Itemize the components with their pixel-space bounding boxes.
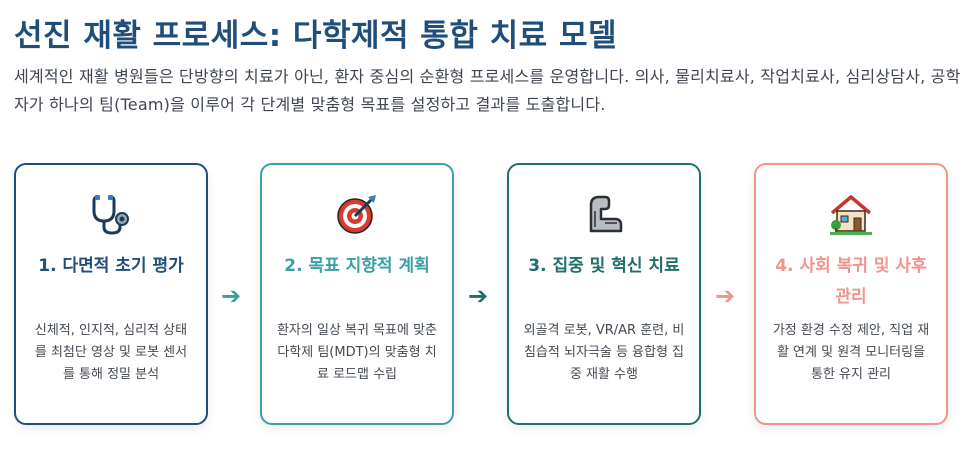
step-card-2: 2. 목표 지향적 계획 환자의 일상 복귀 목표에 맞춘 다학제 팀(MDT)… bbox=[260, 163, 454, 425]
stethoscope-icon bbox=[16, 191, 206, 237]
step-card-1: 1. 다면적 초기 평가 신체적, 인지적, 심리적 상태를 최첨단 영상 및 … bbox=[14, 163, 208, 425]
house-icon bbox=[756, 191, 946, 237]
step-title-1: 1. 다면적 초기 평가 bbox=[38, 256, 184, 276]
step-title-4: 4. 사회 복귀 및 사후 관리 bbox=[775, 256, 927, 307]
step-desc-1: 신체적, 인지적, 심리적 상태를 최첨단 영상 및 로봇 센서를 통해 정밀 … bbox=[34, 323, 188, 382]
target-icon bbox=[262, 191, 452, 237]
page-title: 선진 재활 프로세스: 다학제적 통합 치료 모델 bbox=[14, 18, 618, 54]
arrow-2: ➔ bbox=[468, 282, 489, 310]
mechanical-arm-icon bbox=[509, 191, 699, 237]
step-desc-3: 외골격 로봇, VR/AR 훈련, 비침습적 뇌자극술 등 융합형 집중 재활 … bbox=[523, 323, 685, 382]
step-desc-2: 환자의 일상 복귀 목표에 맞춘 다학제 팀(MDT)의 맞춤형 치료 로드맵 … bbox=[276, 323, 438, 382]
step-desc-4: 가정 환경 수정 제안, 직업 재활 연계 및 원격 모니터링을 통한 유지 관… bbox=[772, 323, 930, 382]
arrow-3: ➔ bbox=[715, 282, 736, 310]
step-card-3: 3. 집중 및 혁신 치료 외골격 로봇, VR/AR 훈련, 비침습적 뇌자극… bbox=[507, 163, 701, 425]
page-description: 세계적인 재활 병원들은 단방향의 치료가 아닌, 환자 중심의 순환형 프로세… bbox=[14, 67, 961, 114]
step-title-3: 3. 집중 및 혁신 치료 bbox=[528, 256, 680, 276]
step-card-4: 4. 사회 복귀 및 사후 관리 가정 환경 수정 제안, 직업 재활 연계 및… bbox=[754, 163, 948, 425]
step-title-2: 2. 목표 지향적 계획 bbox=[284, 256, 430, 276]
arrow-1: ➔ bbox=[221, 282, 242, 310]
